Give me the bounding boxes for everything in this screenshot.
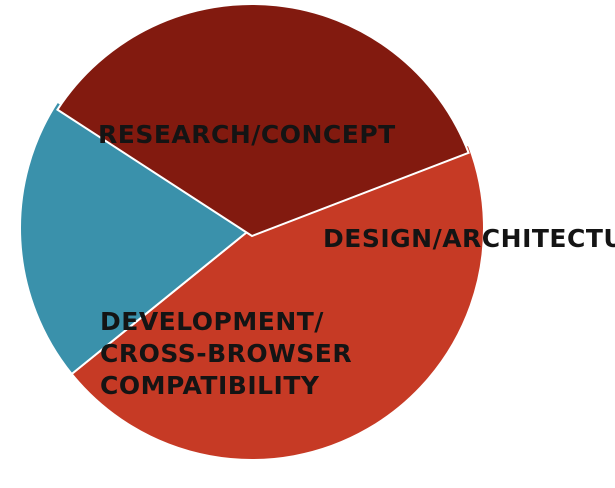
pie-slice-label-line: CROSS-BROWSER bbox=[100, 339, 352, 368]
pie-slice-2 bbox=[19, 100, 254, 376]
pie-slice-label-3: DEVELOPMENT/CROSS-BROWSER COMPATIBILITY bbox=[100, 307, 352, 400]
pie-slice-1 bbox=[70, 143, 485, 461]
pie-slices bbox=[19, 3, 485, 461]
pie-labels: RESEARCH/CONCEPT DESIGN/ARCHITECTURE DEVEL… bbox=[98, 120, 615, 400]
pie-slice-label-line: RESEARCH/CONCEPT bbox=[98, 120, 396, 149]
pie-slice-label-1: RESEARCH/CONCEPT bbox=[98, 120, 396, 149]
pie-slice-3 bbox=[56, 3, 470, 238]
pie-slice-label-line: DESIGN/ARCHITECTURE bbox=[323, 224, 615, 253]
pie-slice-label-line: COMPATIBILITY bbox=[100, 371, 320, 400]
pie-slice-label-line: DEVELOPMENT/ bbox=[100, 307, 324, 336]
pie-slice-label-2: DESIGN/ARCHITECTURE bbox=[323, 224, 615, 253]
